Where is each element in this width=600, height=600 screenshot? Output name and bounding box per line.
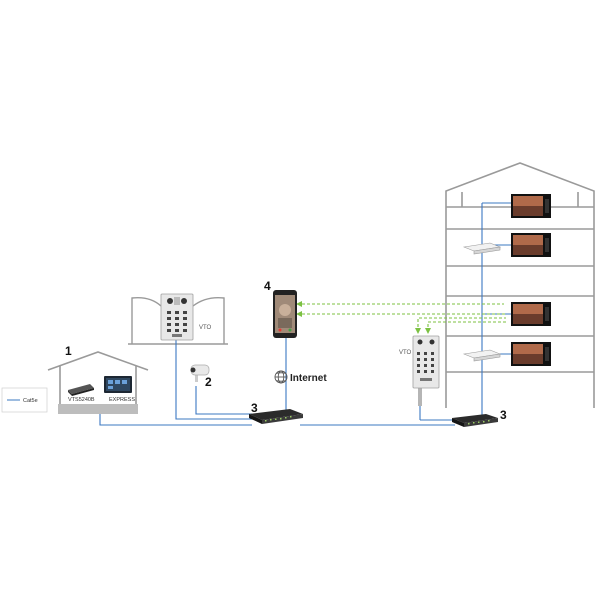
apartment-building — [445, 162, 595, 408]
vto-door-station-left — [160, 293, 194, 341]
vto-door-station-right — [412, 335, 440, 406]
indoor-monitor — [511, 194, 551, 218]
express-monitor — [104, 376, 132, 393]
callout-2: 2 — [205, 375, 212, 389]
legend-label: Cat5e — [23, 398, 38, 404]
indoor-monitor — [511, 342, 551, 366]
wireless-arrow-icon — [415, 328, 421, 334]
floor-switch-upper — [462, 242, 502, 255]
wireless-links — [297, 303, 506, 332]
gate — [128, 296, 228, 345]
wireless-arrow-icon — [425, 328, 431, 334]
poe-switch-right — [452, 414, 498, 427]
callout-3-right: 3 — [500, 408, 507, 422]
server-label: VTS5240B — [68, 397, 95, 403]
vto-right-label: VTO — [399, 350, 412, 356]
floor-switch-lower — [462, 349, 502, 362]
smartphone — [273, 290, 297, 338]
callout-1: 1 — [65, 344, 72, 358]
legend: Cat5e — [1, 387, 48, 413]
wireless-arrow-icon — [296, 301, 302, 307]
indoor-monitor — [511, 233, 551, 257]
globe-icon — [274, 370, 288, 384]
express-label: EXPRESS — [109, 397, 135, 403]
callout-3-center: 3 — [251, 401, 258, 415]
house — [47, 351, 149, 414]
indoor-monitor — [511, 302, 551, 326]
poe-switch-center — [249, 409, 303, 424]
internet-label: Internet — [290, 373, 327, 384]
vto-left-label: VTO — [199, 325, 212, 331]
wireless-arrow-icon — [296, 311, 302, 317]
ip-camera — [190, 364, 210, 382]
callout-4: 4 — [264, 279, 271, 293]
server-device — [68, 384, 94, 396]
